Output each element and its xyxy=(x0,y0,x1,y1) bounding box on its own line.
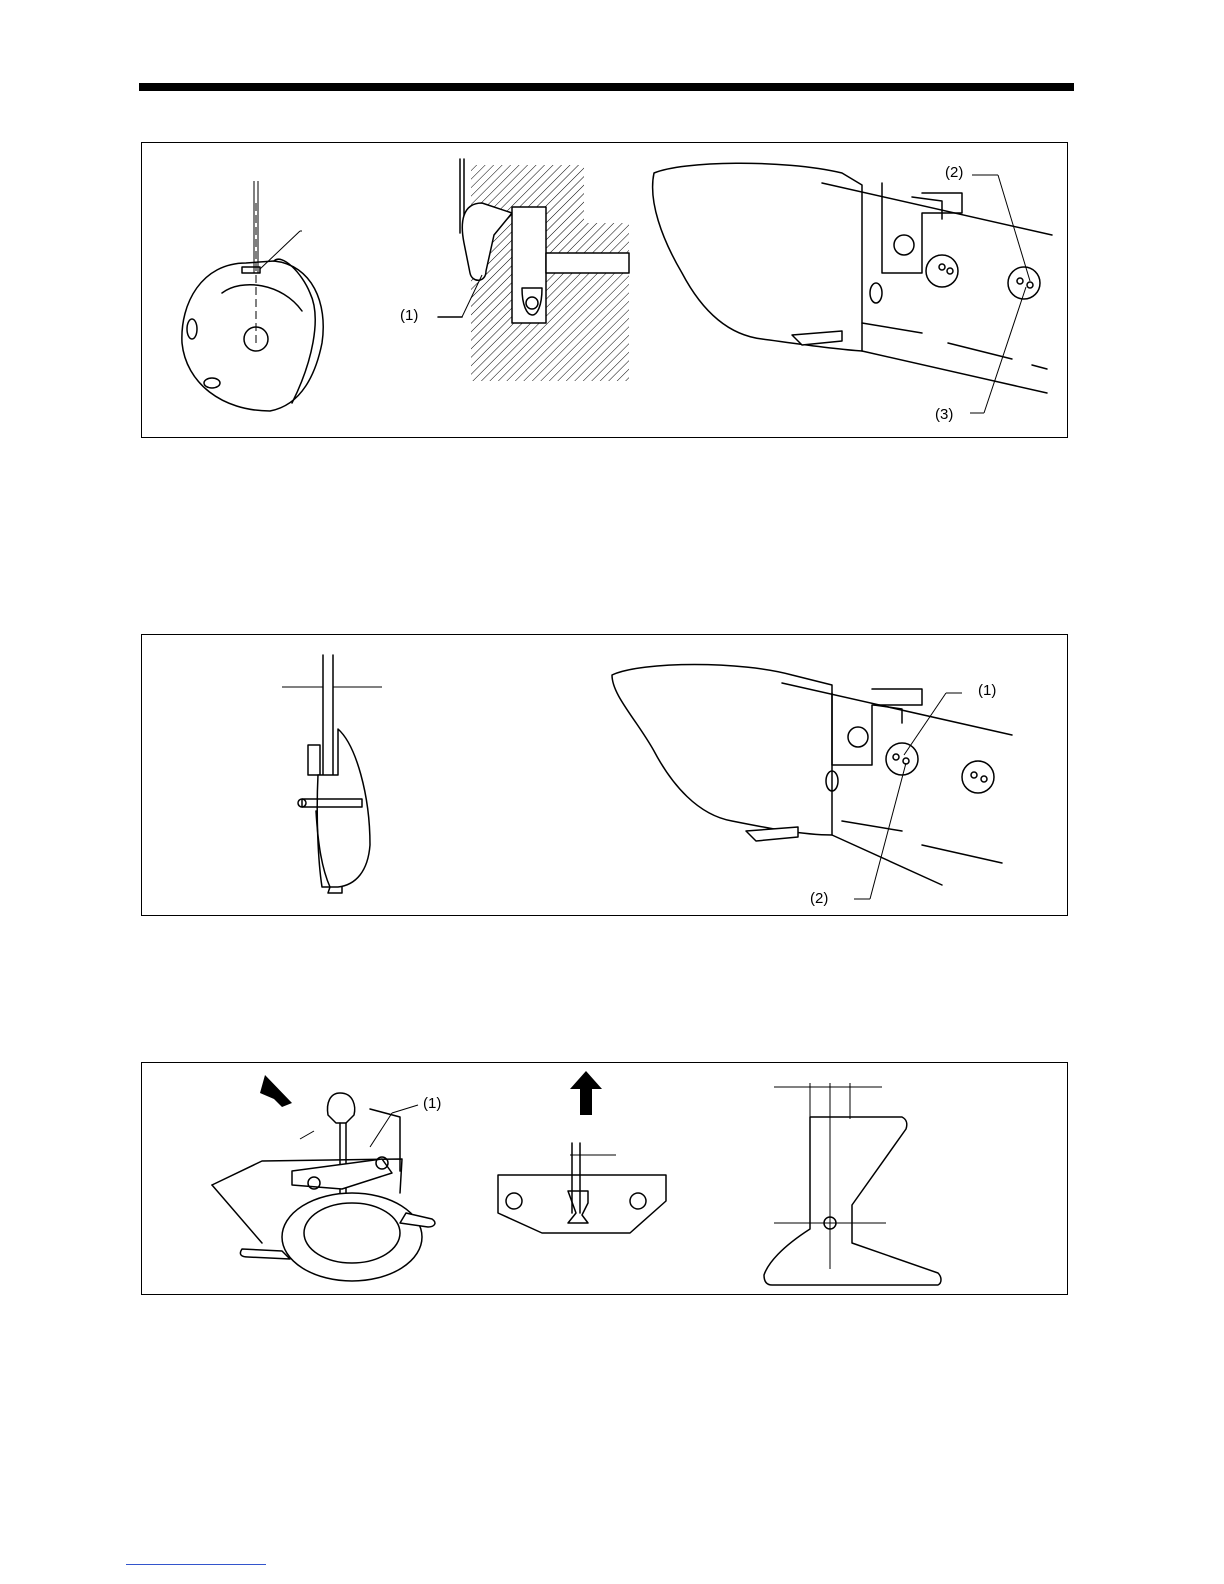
needle-guard-front-illustration xyxy=(498,1071,666,1233)
fig2-callout-2: (2) xyxy=(810,891,828,907)
figure-3-drawing xyxy=(142,1063,1069,1296)
hook-side-illustration xyxy=(282,655,382,893)
figure-3-needle-guard-position: (1) xyxy=(141,1062,1068,1295)
machine-bed-illustration-2 xyxy=(612,665,1012,900)
fig1-callout-2: (2) xyxy=(945,165,963,181)
figure-2-drawing xyxy=(142,635,1069,917)
footer-rule xyxy=(126,1564,266,1565)
figure-1-hook-timing: (1) (2) (3) xyxy=(141,142,1068,438)
fig2-callout-1: (1) xyxy=(978,683,996,699)
hook-section-illustration xyxy=(438,159,629,381)
fig3-callout-1: (1) xyxy=(423,1096,441,1112)
top-rule xyxy=(139,83,1074,91)
machine-bed-illustration xyxy=(653,163,1052,413)
fig1-callout-3: (3) xyxy=(935,407,953,423)
needle-guard-detail-illustration xyxy=(764,1083,941,1285)
rotary-hook-illustration xyxy=(182,181,323,411)
hook-perspective-illustration xyxy=(212,1075,435,1281)
fig1-callout-1: (1) xyxy=(400,308,418,324)
figure-2-needle-clearance: (1) (2) xyxy=(141,634,1068,916)
figure-1-drawing xyxy=(142,143,1069,439)
